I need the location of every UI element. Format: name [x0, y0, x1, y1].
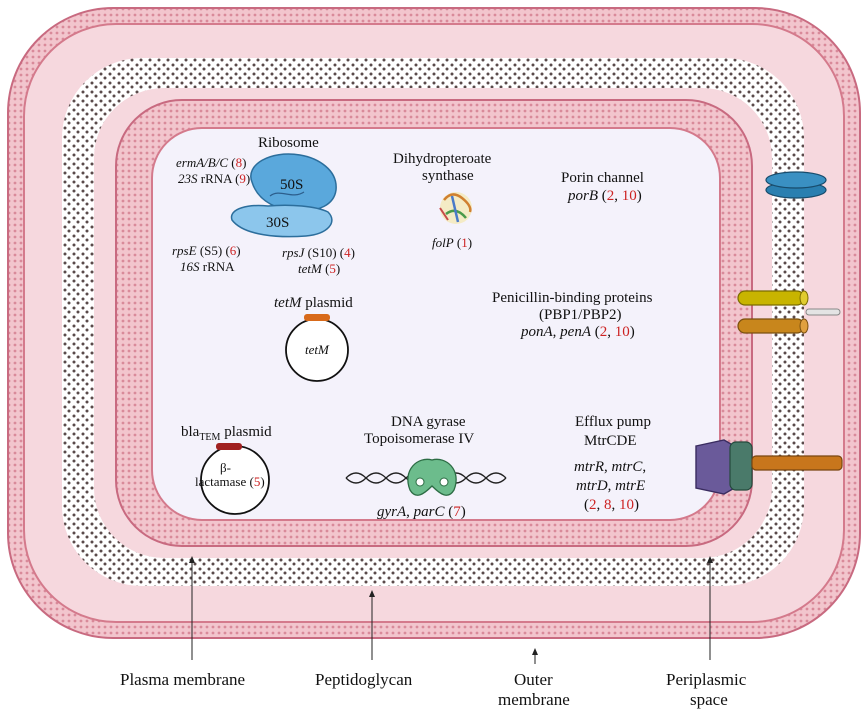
- tetm-ribosome-gene: tetM: [298, 261, 322, 276]
- porb-label: porB (2, 10): [568, 188, 642, 204]
- periplasmic-label-line1: Periplasmic: [666, 670, 747, 689]
- tetm-plasmid-graphic: [285, 314, 349, 382]
- pbp-graphic: [737, 290, 841, 334]
- gyra-gene: gyrA: [377, 504, 407, 520]
- efflux-reference-2: 8: [604, 497, 612, 513]
- porb-gene: porB: [568, 188, 598, 204]
- ribosome-30s-label: 30S: [266, 215, 290, 231]
- tetm-ribosome-label: tetM (5): [298, 261, 341, 276]
- efflux-reference-1: 2: [589, 497, 597, 513]
- porb-reference-1: 2: [606, 188, 615, 204]
- bla-subscript: TEM: [199, 432, 221, 443]
- rpse-label: rpsE (S5) (6): [172, 243, 241, 258]
- efflux-title-line1: Efflux pump: [575, 414, 651, 430]
- dhps-protein-graphic: [439, 192, 472, 224]
- bla-plasmid-word: plasmid: [224, 424, 272, 440]
- peptidoglycan-label: Peptidoglycan: [315, 670, 413, 689]
- folp-reference: 1: [461, 235, 468, 250]
- rrna23-reference: 9: [239, 171, 246, 186]
- beta-lactamase-word: lactamase: [195, 474, 247, 489]
- dhps-title-line1: Dihydropteroate: [393, 151, 492, 167]
- mtrd-gene: mtrD: [576, 478, 608, 494]
- gyrase-title-line1: DNA gyrase: [391, 414, 466, 430]
- gyrase-title-line2: Topoisomerase IV: [364, 431, 475, 447]
- ribosome-30s-shape: [230, 204, 333, 238]
- tetm-plasmid-title: tetM plasmid: [274, 294, 353, 312]
- efflux-genes-line2: mtrD, mtrE: [576, 478, 646, 494]
- tetm-plasmid-word: plasmid: [305, 295, 353, 311]
- mtrc-gene: mtrC: [611, 459, 643, 475]
- pona-gene: ponA: [521, 324, 553, 340]
- rrna16-text: rRNA: [202, 259, 235, 274]
- parc-gene: parC: [413, 504, 445, 520]
- pbp-reference-2: 10: [614, 324, 630, 340]
- rrna23-label: 23S rRNA (9): [178, 171, 251, 186]
- rrna16-label: 16S rRNA: [180, 259, 235, 275]
- ribosome-title: Ribosome: [258, 135, 319, 151]
- rpsj-reference: 4: [344, 245, 351, 260]
- rpse-text: (S5): [199, 243, 223, 258]
- dhps-title-line2: synthase: [422, 168, 474, 184]
- pena-gene: penA: [560, 324, 591, 340]
- erm-gene-name: ermA/B/C: [176, 155, 228, 170]
- rrna16-gene: 16S: [180, 259, 200, 274]
- ribosome-rna-strand: [269, 191, 305, 197]
- efflux-genes-line1: mtrR, mtrC,: [574, 459, 647, 475]
- porin-channel-graphic: [765, 171, 827, 199]
- erm-reference: 8: [235, 155, 243, 170]
- bla-prefix: bla: [181, 424, 200, 440]
- efflux-reference-3: 10: [619, 497, 634, 513]
- dna-gyrase-graphic: [345, 458, 507, 496]
- rpsj-text: (S10): [307, 245, 337, 260]
- tetm-plasmid-inner: tetM: [305, 342, 329, 357]
- pbp-reference-1: 2: [599, 324, 608, 340]
- pbp-subtitle: (PBP1/PBP2): [539, 307, 622, 323]
- gyrase-genes-label: gyrA, parC (7): [377, 504, 466, 520]
- bla-plasmid-title: blaTEM plasmid: [181, 423, 272, 447]
- periplasmic-label-line2: space: [690, 690, 728, 709]
- rpse-gene: rpsE: [172, 243, 197, 258]
- efflux-pump-graphic: [695, 439, 843, 495]
- folp-label: folP (1): [432, 235, 473, 250]
- porb-reference-2: 10: [621, 188, 637, 204]
- rrna23-gene: 23S: [178, 171, 198, 186]
- rpsj-label: rpsJ (S10) (4): [282, 245, 355, 260]
- pbp-title: Penicillin-binding proteins: [492, 290, 653, 306]
- erm-gene-label: ermA/B/C (8): [176, 155, 247, 170]
- efflux-title-line2: MtrCDE: [584, 433, 637, 449]
- beta-lactamase-line2: lactamase (5): [195, 474, 265, 489]
- ribosome-50s-label: 50S: [280, 177, 304, 193]
- rpsj-gene: rpsJ: [282, 245, 305, 260]
- pbp-genes-label: ponA, penA (2, 10): [521, 324, 635, 340]
- bla-plasmid-graphic: [200, 443, 270, 515]
- folp-gene: folP: [432, 235, 454, 250]
- efflux-references: (2, 8, 10): [584, 497, 639, 513]
- mtrr-gene: mtrR: [574, 459, 604, 475]
- gyrase-reference: 7: [453, 504, 461, 520]
- mtre-gene: mtrE: [615, 478, 646, 494]
- beta-lactamase-line1: β-: [220, 460, 231, 475]
- ribosome-graphic: [230, 153, 337, 238]
- tetm-ribosome-reference: 5: [329, 261, 336, 276]
- bla-reference: 5: [253, 474, 261, 489]
- rpse-reference: 6: [229, 243, 237, 258]
- rrna23-text: rRNA: [200, 171, 232, 186]
- plasma-membrane-label: Plasma membrane: [120, 670, 246, 689]
- porin-title: Porin channel: [561, 170, 644, 186]
- outer-membrane-label-line2: membrane: [498, 690, 570, 709]
- outer-membrane-label-line1: Outer: [514, 670, 553, 689]
- tetm-plasmid-gene: tetM: [274, 295, 302, 311]
